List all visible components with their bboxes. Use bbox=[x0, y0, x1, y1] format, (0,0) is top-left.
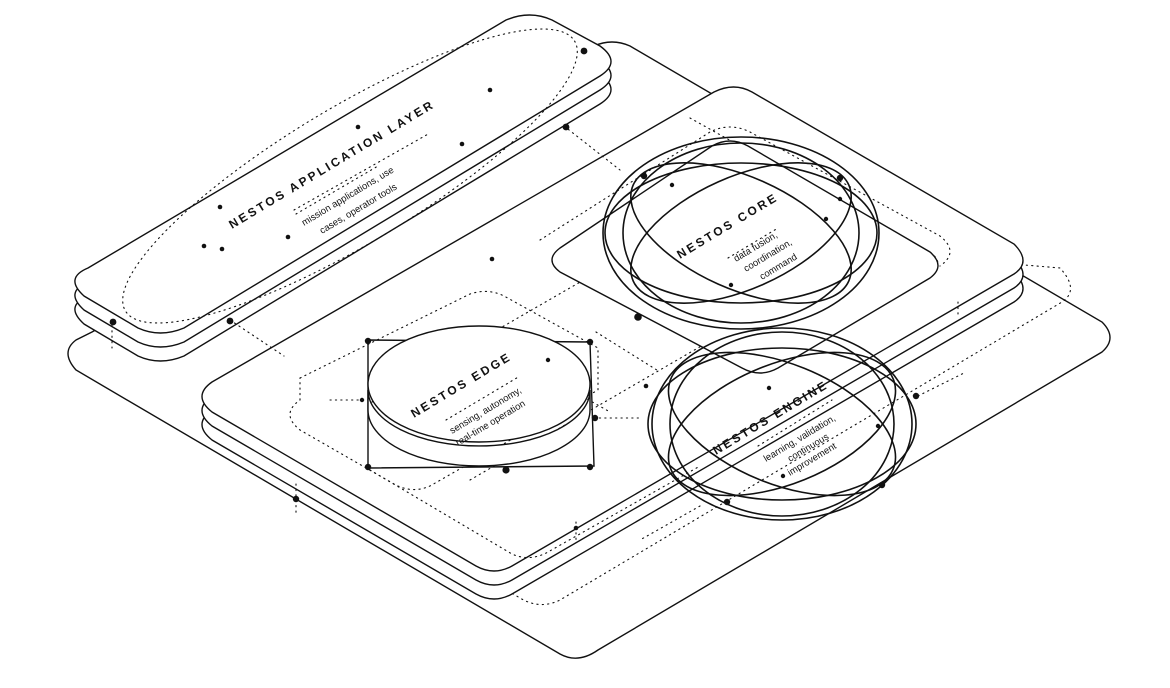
core-ring-5 bbox=[630, 162, 852, 304]
core-title-underline bbox=[727, 227, 779, 259]
engine-node-4 bbox=[878, 481, 886, 489]
edge-node-6 bbox=[502, 466, 510, 474]
application-node-7 bbox=[487, 87, 493, 93]
application-node-4 bbox=[285, 234, 291, 240]
core-node-2 bbox=[836, 174, 844, 182]
service-grid-line-4 bbox=[535, 369, 611, 413]
edge-node-8 bbox=[545, 357, 551, 363]
core-ring-4 bbox=[630, 162, 852, 304]
engine-connector-2 bbox=[917, 371, 967, 397]
service-dotted-region-bottom bbox=[369, 465, 701, 559]
service-grid-line-2 bbox=[469, 311, 761, 481]
engine-node-2 bbox=[875, 423, 881, 429]
application-title-underline bbox=[295, 165, 379, 215]
edge-title-underline bbox=[445, 375, 521, 421]
engine-ring-4 bbox=[667, 351, 897, 497]
engine-ring-5 bbox=[669, 331, 895, 517]
engine-ring-3 bbox=[667, 351, 897, 497]
edge-node-5 bbox=[591, 414, 599, 422]
application-connector-2 bbox=[229, 319, 285, 357]
application-node-1 bbox=[217, 204, 223, 210]
core-node-5 bbox=[728, 282, 734, 288]
engine-title-underline bbox=[757, 399, 833, 447]
core-ring-1 bbox=[602, 136, 880, 330]
edge-module: NESTOS EDGE sensing, autonomy, real-time… bbox=[329, 325, 641, 474]
core-ring-3 bbox=[622, 142, 860, 324]
application-dotted-orbit bbox=[122, 28, 578, 324]
engine-node-3 bbox=[780, 473, 786, 479]
service-node-1 bbox=[489, 256, 495, 262]
service-node-3 bbox=[643, 383, 649, 389]
edge-node-7 bbox=[359, 397, 365, 403]
application-node-8 bbox=[562, 123, 570, 131]
application-node-11 bbox=[580, 47, 588, 55]
application-connector-3 bbox=[563, 125, 621, 171]
application-plate-top bbox=[74, 14, 612, 334]
edge-node-2 bbox=[586, 338, 594, 346]
edge-node-3 bbox=[364, 463, 372, 471]
engine-ring-1 bbox=[651, 327, 913, 521]
base-connectors bbox=[292, 301, 959, 541]
engine-node-6 bbox=[912, 392, 920, 400]
edge-node-1 bbox=[364, 337, 372, 345]
application-node-9 bbox=[109, 318, 117, 326]
core-tray-dotted-border bbox=[539, 126, 951, 267]
edge-node-4 bbox=[586, 463, 594, 471]
application-node-6 bbox=[459, 141, 465, 147]
core-node-1 bbox=[640, 172, 648, 180]
core-node-4 bbox=[823, 216, 829, 222]
core-tray bbox=[551, 140, 939, 374]
engine-connector-1 bbox=[639, 505, 701, 541]
application-node-10 bbox=[226, 317, 234, 325]
core-ring-2 bbox=[604, 162, 878, 304]
core-module: NESTOS CORE data fusion, coordination, c… bbox=[539, 126, 951, 374]
application-dotted-divider bbox=[293, 132, 431, 211]
base-node-1 bbox=[292, 495, 300, 503]
core-node-3 bbox=[669, 182, 675, 188]
engine-ring-2 bbox=[647, 347, 917, 501]
engine-node-1 bbox=[766, 385, 772, 391]
engine-node-5 bbox=[723, 498, 731, 506]
application-node-3 bbox=[219, 246, 225, 252]
core-node-6 bbox=[837, 196, 843, 202]
edge-disc-top bbox=[367, 325, 591, 443]
edge-disc-side bbox=[367, 389, 591, 467]
application-node-2 bbox=[201, 243, 207, 249]
service-node-2 bbox=[634, 313, 642, 321]
application-node-5 bbox=[355, 124, 361, 130]
service-grid-line-3 bbox=[595, 331, 661, 373]
